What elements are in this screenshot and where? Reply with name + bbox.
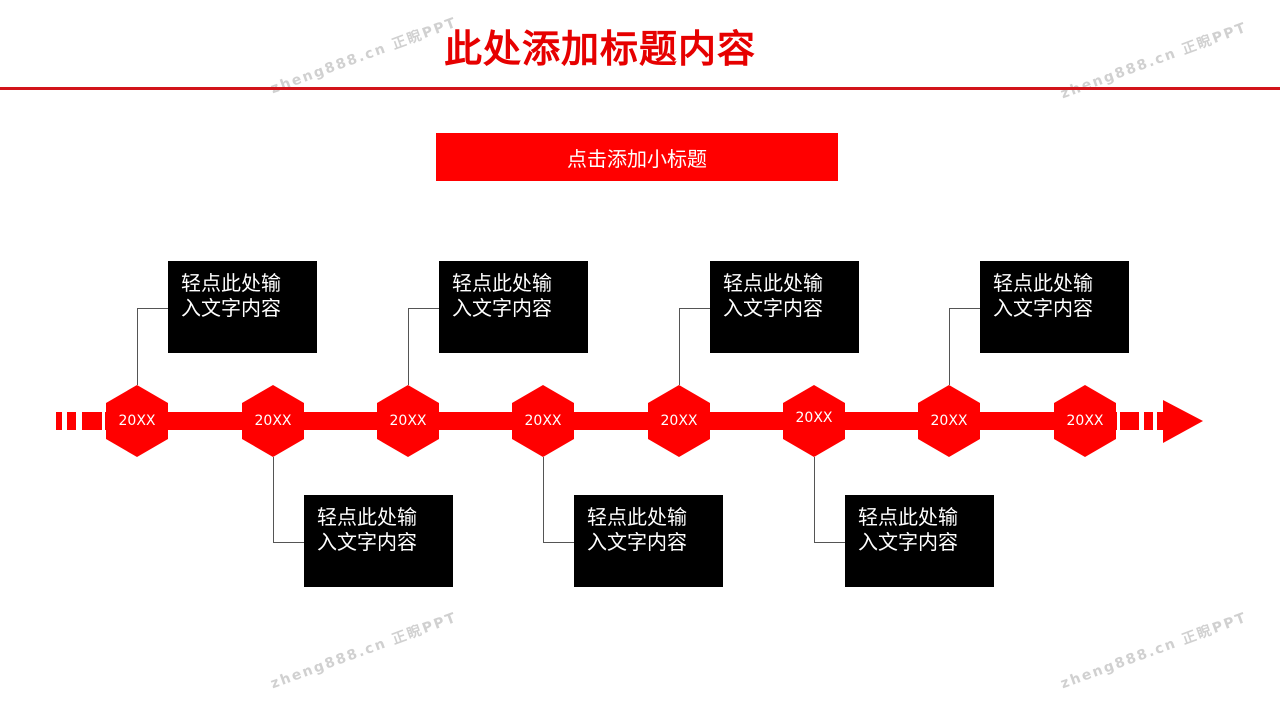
- milestone-text: 入文字内容: [723, 296, 823, 320]
- subtitle-banner[interactable]: 点击添加小标题: [436, 133, 838, 181]
- milestone-text: 入文字内容: [452, 296, 552, 320]
- connector-line: [408, 308, 409, 385]
- timeline-bar: [105, 412, 1117, 430]
- milestone-text: 入文字内容: [181, 296, 281, 320]
- milestone-text-box[interactable]: 轻点此处输入文字内容: [710, 261, 859, 353]
- connector-line: [273, 542, 304, 543]
- subtitle-text: 点击添加小标题: [567, 146, 707, 171]
- milestone-text: 轻点此处输: [587, 505, 687, 529]
- connector-line: [814, 542, 845, 543]
- connector-line: [273, 457, 274, 542]
- milestone-text: 轻点此处输: [452, 271, 552, 295]
- year-label: 20XX: [524, 413, 562, 429]
- milestone-text-box[interactable]: 轻点此处输入文字内容: [168, 261, 317, 353]
- year-label: 20XX: [118, 413, 156, 429]
- connector-line: [679, 308, 710, 309]
- milestone-text-box[interactable]: 轻点此处输入文字内容: [980, 261, 1129, 353]
- milestone-text: 轻点此处输: [181, 271, 281, 295]
- year-hexagon: [377, 385, 439, 457]
- year-hexagon: [512, 385, 574, 457]
- milestone-text: 轻点此处输: [723, 271, 823, 295]
- milestone-text-box[interactable]: 轻点此处输入文字内容: [845, 495, 994, 587]
- dash: [56, 412, 62, 430]
- title-divider: [0, 87, 1280, 90]
- year-hexagon: [783, 385, 845, 457]
- milestone-text: 入文字内容: [858, 530, 958, 554]
- milestone-text: 入文字内容: [317, 530, 417, 554]
- year-label: 20XX: [930, 413, 968, 429]
- year-hexagon: [106, 385, 168, 457]
- year-hexagon: [1054, 385, 1116, 457]
- connector-line: [543, 457, 544, 542]
- milestone-text: 入文字内容: [587, 530, 687, 554]
- year-hexagon: [648, 385, 710, 457]
- year-label: 20XX: [254, 413, 292, 429]
- year-hexagon: [242, 385, 304, 457]
- milestone-text: 轻点此处输: [317, 505, 417, 529]
- dash: [1157, 412, 1163, 430]
- dash: [67, 412, 76, 430]
- arrow-head-icon: [1163, 400, 1203, 443]
- year-label: 20XX: [660, 413, 698, 429]
- connector-line: [679, 308, 680, 385]
- dash: [1120, 412, 1139, 430]
- dash: [82, 412, 102, 430]
- connector-line: [949, 308, 950, 385]
- year-label: 20XX: [795, 410, 833, 426]
- connector-line: [949, 308, 980, 309]
- connector-line: [543, 542, 574, 543]
- milestone-text-box[interactable]: 轻点此处输入文字内容: [439, 261, 588, 353]
- connector-line: [814, 457, 815, 542]
- milestone-text: 入文字内容: [993, 296, 1093, 320]
- connector-line: [137, 308, 168, 309]
- connector-line: [137, 308, 138, 385]
- page-title: 此处添加标题内容: [443, 27, 756, 71]
- year-hexagon: [918, 385, 980, 457]
- milestone-text-box[interactable]: 轻点此处输入文字内容: [304, 495, 453, 587]
- year-label: 20XX: [389, 413, 427, 429]
- milestone-text-box[interactable]: 轻点此处输入文字内容: [574, 495, 723, 587]
- milestone-text: 轻点此处输: [993, 271, 1093, 295]
- year-label: 20XX: [1066, 413, 1104, 429]
- dash: [1144, 412, 1153, 430]
- connector-line: [408, 308, 439, 309]
- milestone-text: 轻点此处输: [858, 505, 958, 529]
